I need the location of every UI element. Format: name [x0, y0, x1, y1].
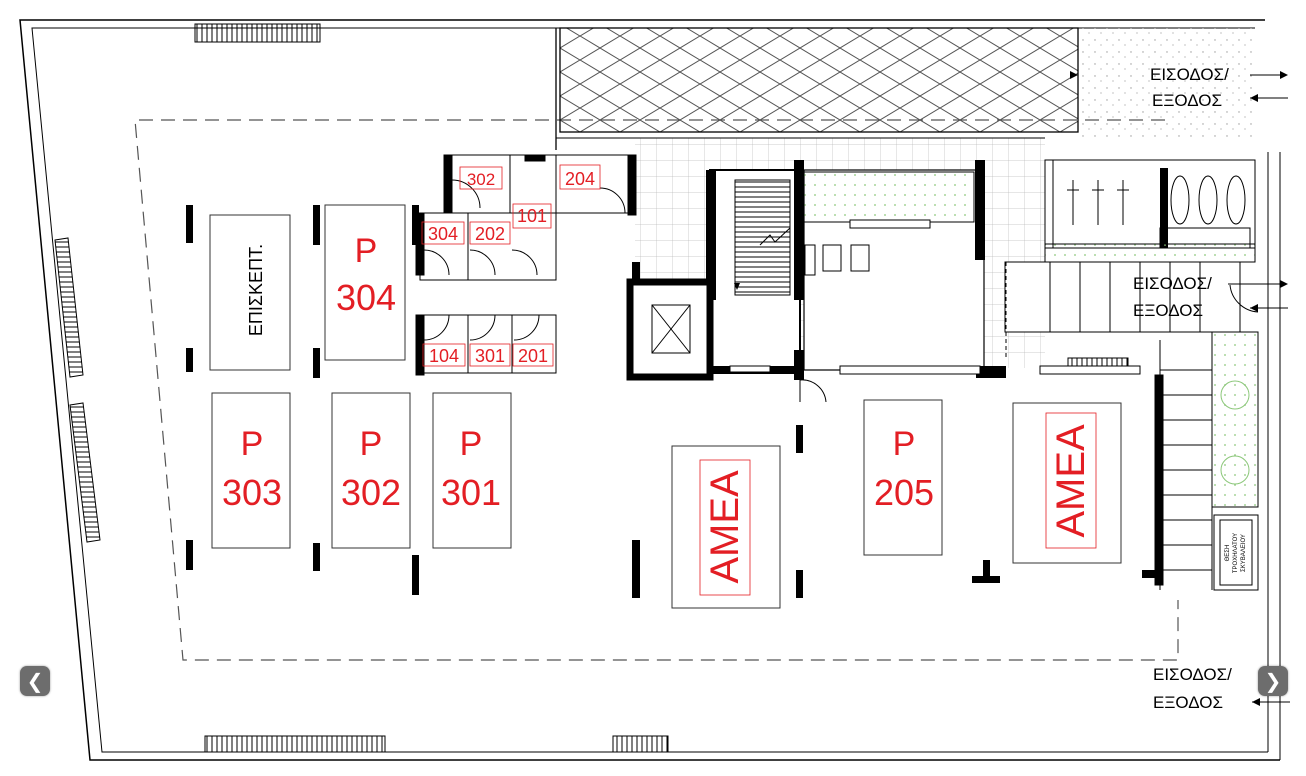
vent-grille-top	[194, 23, 321, 43]
storage-202: 202	[475, 224, 505, 244]
entrance-middle-line1: ΕΙΣΟΔΟΣ/	[1133, 274, 1212, 293]
entrance-bottom: ΕΙΣΟΔΟΣ/ ΕΞΟΔΟΣ	[1153, 665, 1290, 712]
next-arrow-button[interactable]: ❯	[1258, 666, 1288, 696]
storage-204: 204	[565, 169, 595, 189]
entrance-top: ΕΙΣΟΔΟΣ/ ΕΞΟΔΟΣ	[1070, 65, 1288, 110]
storage-304: 304	[428, 224, 458, 244]
vent-grille-bottom-left	[204, 735, 386, 753]
entrance-middle-line2: ΕΞΟΔΟΣ	[1133, 301, 1203, 320]
parking-303-num: 303	[222, 472, 282, 513]
parking-spot-304	[324, 204, 406, 361]
visitor-spot	[209, 214, 291, 371]
scooter-label-2: ΤΡΟΧΗΛΑΤΟΥ	[1233, 533, 1239, 573]
storage-104: 104	[429, 346, 459, 366]
parking-spot-205	[863, 399, 943, 556]
amea-label-1: ΑΜΕΑ	[703, 470, 747, 584]
scooter-label-3: ΣΚΥΒΑΛΕΙΟΥ	[1241, 534, 1247, 572]
storage-302: 302	[467, 170, 495, 189]
storage-101: 101	[517, 206, 547, 226]
parking-303-p: P	[241, 425, 264, 463]
entrance-top-line2: ΕΞΟΔΟΣ	[1152, 91, 1222, 110]
pedestrian-ramp	[1004, 261, 1259, 590]
parking-301-num: 301	[441, 472, 501, 513]
driving-area-outline	[134, 119, 1179, 661]
storage-201: 201	[518, 346, 548, 366]
parking-spot-303	[211, 392, 291, 549]
parking-302-p: P	[360, 425, 383, 463]
stair-core	[626, 160, 804, 381]
visitor-label: ΕΠΙΣΚΕΠΤ.	[246, 244, 266, 336]
storage-301: 301	[475, 346, 505, 366]
entrance-middle: ΕΙΣΟΔΟΣ/ ΕΞΟΔΟΣ	[1133, 274, 1288, 320]
vent-grille-bottom-right	[612, 735, 669, 753]
parking-301-p: P	[460, 425, 483, 463]
entrance-bottom-line1: ΕΙΣΟΔΟΣ/	[1153, 665, 1232, 684]
columns	[186, 205, 1160, 598]
storage-units	[415, 154, 637, 376]
scooter-label-1: ΘΕΣΗ	[1225, 545, 1231, 562]
vent-grille-left-1	[54, 237, 84, 378]
amea-label-2: ΑΜΕΑ	[1049, 424, 1093, 538]
parking-304-num: 304	[336, 277, 396, 318]
chevron-right-icon: ❯	[1264, 669, 1282, 693]
parking-205-p: P	[893, 425, 916, 463]
entrance-top-line1: ΕΙΣΟΔΟΣ/	[1150, 65, 1229, 84]
previous-arrow-button[interactable]: ❮	[20, 666, 50, 696]
parking-spot-302	[331, 392, 411, 549]
lobby-room	[794, 160, 1006, 403]
entrance-ramp	[559, 27, 1079, 133]
parking-205-num: 205	[874, 472, 934, 513]
chevron-left-icon: ❮	[26, 669, 44, 693]
parking-304-p: P	[355, 232, 378, 270]
parking-spot-amea-1	[671, 445, 781, 609]
scooter-spot	[1213, 514, 1259, 591]
bike-parking	[1044, 159, 1256, 263]
vent-grille-left-2	[69, 402, 101, 543]
entrance-bottom-line2: ΕΞΟΔΟΣ	[1153, 693, 1223, 712]
parking-spot-301	[432, 392, 512, 549]
parking-spot-amea-2	[1012, 402, 1122, 564]
parking-302-num: 302	[341, 472, 401, 513]
